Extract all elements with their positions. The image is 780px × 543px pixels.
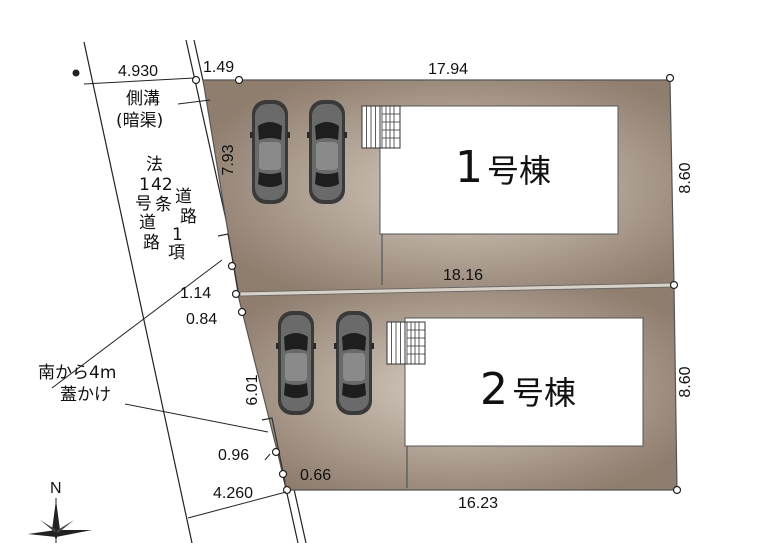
ditch-label-1: 側溝 [126,89,160,109]
svg-text:路: 路 [143,233,160,253]
car-1b [307,100,347,204]
frontage-notches [217,233,286,483]
lot-2-bottom-dim: 16.23 [458,495,498,512]
lot-2-right-dim: 8.60 [677,366,694,397]
car-1a [250,100,290,204]
svg-text:条: 条 [155,195,172,215]
house-1-footprint [379,105,619,235]
frontage-d: 0.66 [300,467,331,484]
survey-points [191,73,682,495]
lot-1-bottom-dim: 18.16 [443,267,483,284]
car-2b [334,311,374,415]
svg-text:法: 法 [146,155,163,175]
law-article-label: 1 号 法 42 条 道 路 道 路 1 項 [135,155,197,263]
corner-1-49: 1.49 [203,59,234,76]
svg-text:1: 1 [139,175,150,195]
svg-text:42: 42 [151,175,173,195]
lot-1-left-dim: 7.93 [220,144,237,175]
svg-text:項: 項 [168,243,185,263]
house-2-footprint [404,317,644,447]
entrance-grid-2 [386,321,426,365]
south-road-width: 4.260 [213,485,253,502]
lot-2-left-dim: 6.01 [244,374,261,405]
road-width-label: 4.930 [118,63,158,80]
car-2a [276,311,316,415]
svg-text:号: 号 [135,194,152,214]
svg-text:道: 道 [175,187,192,207]
svg-text:N: N [50,480,62,497]
frontage-c: 0.96 [218,447,249,464]
svg-text:路: 路 [180,207,197,227]
ditch-label-2: (暗渠) [116,111,163,131]
svg-text:1: 1 [172,225,183,245]
frontage-a: 1.14 [180,285,211,302]
cover-label-1: 南から4m [38,363,116,383]
north-compass-icon: N [28,480,92,543]
cover-label-2: 蓋かけ [60,385,111,405]
lot-1-top-dim: 17.94 [428,61,468,78]
frontage-b: 0.84 [186,311,217,328]
lot-1-right-dim: 8.60 [677,162,694,193]
svg-text:道: 道 [139,213,156,233]
entrance-grid-1 [361,105,401,149]
